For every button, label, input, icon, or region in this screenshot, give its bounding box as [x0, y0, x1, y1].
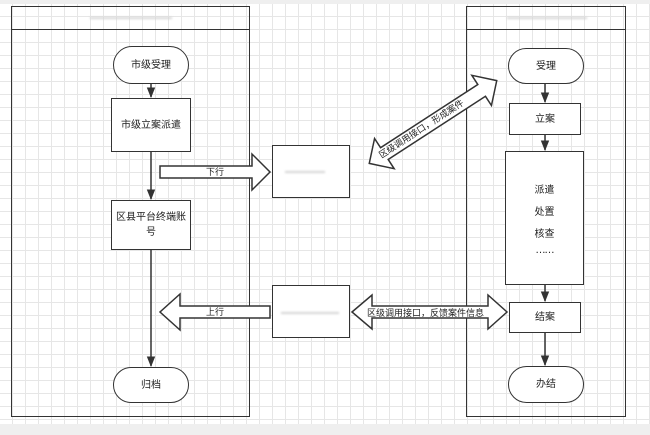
city-accept-node: 市级受理 — [113, 46, 189, 84]
left-swimlane — [11, 6, 250, 417]
left-lane-title-redacted — [90, 17, 172, 19]
detail-verify: 核查 — [534, 229, 555, 240]
middle-box-top-redacted — [285, 171, 325, 173]
detail-node: 派遣 处置 核查 …… — [505, 151, 584, 285]
up-label: 上行 — [206, 308, 225, 318]
down-label: 下行 — [206, 168, 225, 178]
left-lane-header — [12, 7, 249, 30]
top-edge — [0, 0, 650, 4]
detail-dispatch: 派遣 — [534, 185, 555, 196]
detail-ellipsis: …… — [535, 245, 555, 256]
detail-handle: 处置 — [534, 207, 555, 218]
archive-node: 归档 — [113, 367, 189, 403]
register-node: 立案 — [509, 103, 581, 135]
middle-box-bottom — [272, 285, 350, 338]
down-block-arrow — [159, 152, 272, 192]
form-case-double-arrow — [368, 74, 498, 170]
right-lane-header — [467, 7, 625, 30]
finish-node: 办结 — [508, 366, 584, 403]
feedback-label: 区级调用接口，反馈案件信息 — [367, 309, 485, 319]
bottom-edge — [0, 424, 650, 435]
right-lane-title-redacted — [507, 17, 587, 19]
close-case-node: 结案 — [509, 302, 581, 333]
city-dispatch-node: 市级立案派遣 — [111, 98, 191, 152]
middle-box-top — [272, 145, 350, 198]
right-swimlane — [466, 6, 626, 417]
accept-node: 受理 — [508, 48, 584, 84]
middle-box-bottom-redacted — [281, 312, 339, 314]
up-block-arrow — [158, 292, 271, 332]
feedback-double-arrow — [350, 293, 509, 331]
district-terminal-node: 区县平台终端账号 — [111, 200, 191, 250]
